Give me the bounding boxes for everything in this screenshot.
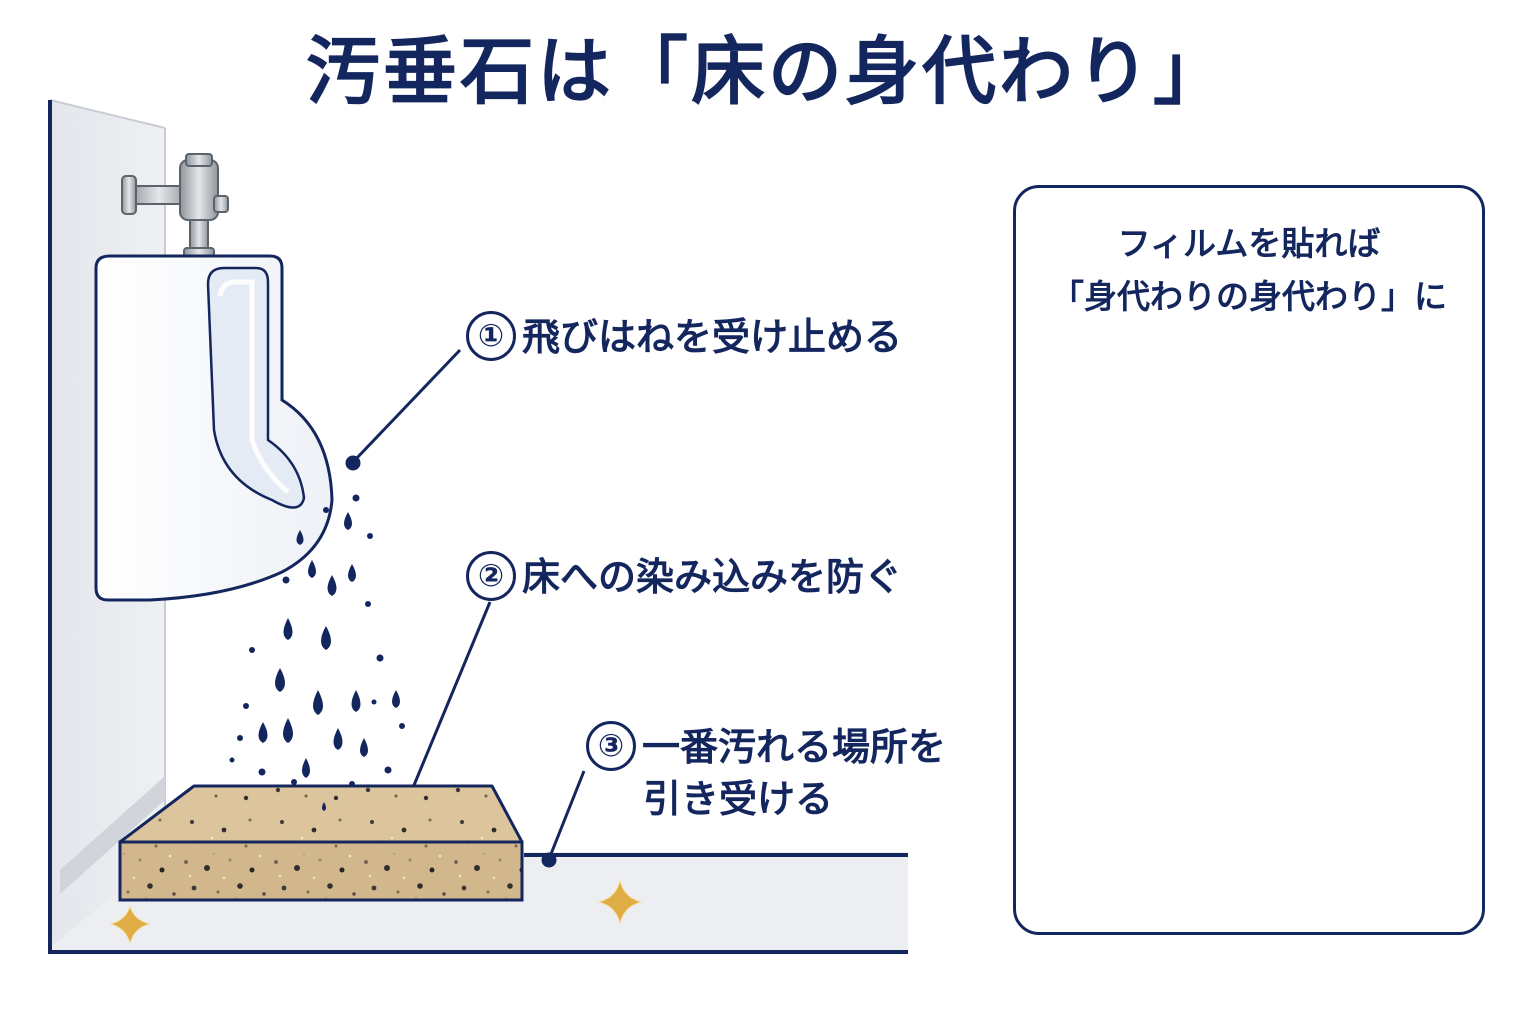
film-panel: フィルムを貼れば 「身代わりの身代わり」に [1013, 185, 1485, 935]
sparkle-icon [109, 879, 643, 945]
callout-text-line2: 引き受ける [643, 777, 834, 822]
callout-text: 飛びはねを受け止める [522, 315, 903, 359]
leader-lines [345, 348, 586, 868]
callout-number: ① [466, 311, 516, 361]
callout-text: 床への染み込みを防ぐ [522, 555, 903, 599]
urinal [94, 254, 334, 602]
page-title: 汚垂石は「床の身代わり」 [306, 29, 1230, 115]
panel-title-line2: 「身代わりの身代わり」に [1051, 276, 1447, 316]
callout-number: ② [466, 551, 516, 601]
callout-text: 一番汚れる場所を [642, 725, 947, 769]
panel-title: フィルムを貼れば 「身代わりの身代わり」に [1016, 218, 1482, 324]
flush-valve-icon [121, 153, 229, 261]
water-drop-icon [258, 512, 400, 778]
splash-droplets [229, 494, 405, 787]
panel-title-line1: フィルムを貼れば [1117, 224, 1381, 263]
callout-number: ③ [586, 721, 636, 771]
stone-slab [118, 784, 524, 902]
